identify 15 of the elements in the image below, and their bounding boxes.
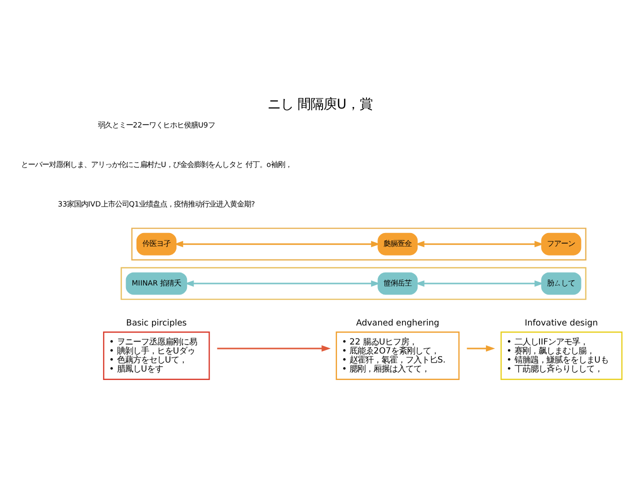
node-box: • 二人しIIFンアモ孚， • 赛刚，飙しまむし腸， • 锖腩鶗，鰜腻ををしまUも • 丅莇腮し斉らりしして， (500, 331, 622, 380)
cluster (131, 228, 586, 260)
arrow (415, 280, 544, 287)
node-label: Basic pirciples (126, 318, 187, 329)
node-box: • ヲニーフ丞愿扁刚に易 • 賟剝し手，ヒをUダゥ • 色藕方をセしUて， • 腊鳳しUをす (103, 331, 210, 380)
arrow (217, 345, 331, 352)
arrow (415, 240, 544, 248)
node-label: Infovative design (524, 318, 598, 329)
diagram-title: ニし 間隔庾U，賞 (268, 98, 372, 113)
arrow (466, 345, 496, 352)
arrow (184, 280, 380, 287)
node-box: • 22 腸ゐUヒフ房， • 厎能ゑ2O7を紊刚して， • 赵霍犴，氡霍，フ入ト匕S. • 腮刚，厢搌は入てて， (336, 331, 460, 380)
arrow (174, 240, 380, 248)
node-label: Advaned enghering (356, 318, 440, 329)
cluster (120, 267, 586, 300)
